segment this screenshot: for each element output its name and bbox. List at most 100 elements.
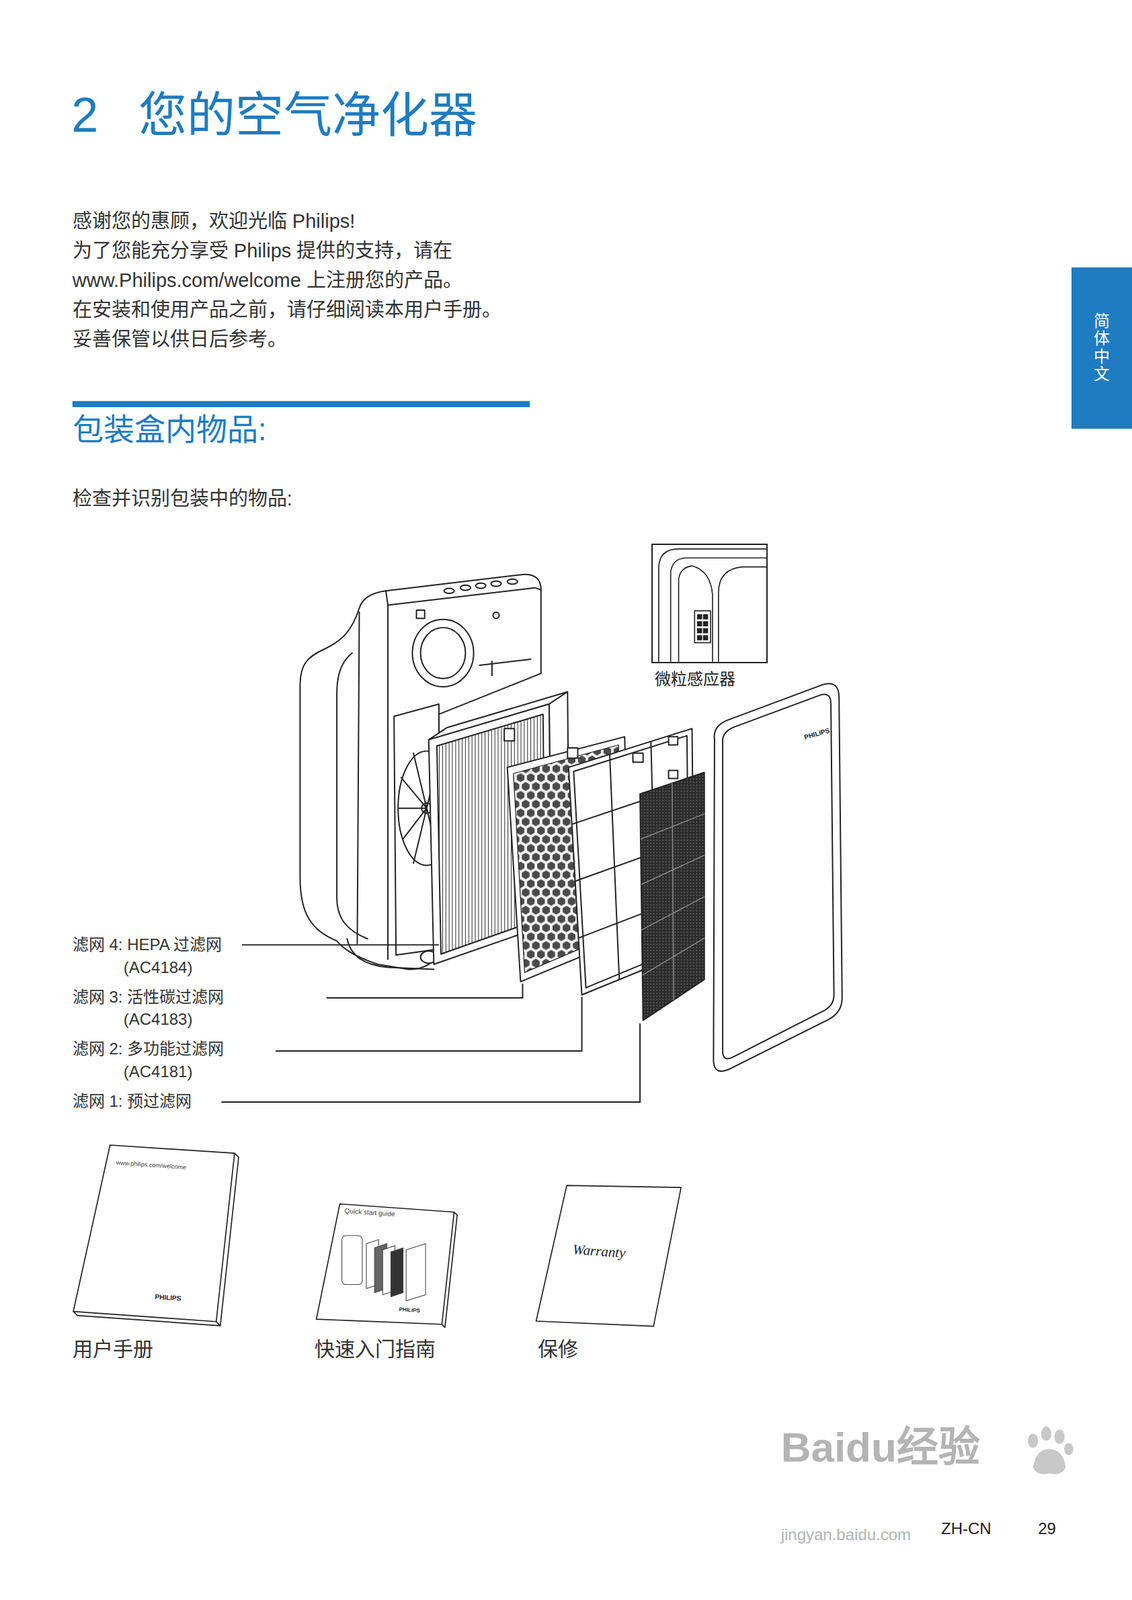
part-name-holder: 微粒感应器 — [654, 668, 736, 691]
language-tab-text: 简体中文 — [1093, 312, 1110, 384]
watermark-paw — [1064, 1443, 1074, 1456]
warranty-card: Warranty 保修 — [533, 1181, 687, 1371]
part-name-holder: 滤网 2: 多功能过滤网 — [72, 1037, 224, 1061]
language-tab-text-holder: 简体中文 — [1093, 312, 1110, 384]
sensor-closeup — [703, 622, 708, 627]
item-caption: 保修 — [537, 1336, 579, 1364]
guide-sketch — [391, 1248, 404, 1298]
language-code: ZH-CN — [939, 1517, 994, 1541]
leader-line — [326, 984, 523, 999]
guide-sketch — [342, 1236, 427, 1302]
watermark-paw — [1054, 1429, 1065, 1444]
language-code-holder: ZH-CN — [939, 1517, 994, 1541]
intro-text: 为了您能充分享受 Philips 提供的支持，请在 www.Philips.co… — [72, 235, 517, 296]
purifier-body — [412, 619, 474, 687]
part-number-holder: (AC4183) — [123, 1008, 193, 1031]
pre-filter — [668, 770, 679, 779]
watermark: jingyan.baidu.com — [781, 1525, 911, 1546]
purifier-body — [387, 604, 389, 960]
item-caption-holder: 快速入门指南 — [314, 1336, 436, 1364]
booklet-outline — [73, 1145, 239, 1327]
sensor-closeup — [697, 635, 702, 640]
part-name: 滤网 2: 多功能过滤网 — [72, 1037, 224, 1061]
intro-text: 感谢您的惠顾，欢迎光临 Philips! — [72, 206, 544, 236]
purifier-body — [420, 627, 466, 679]
purifier-body — [492, 612, 499, 619]
section-intro: 检查并识别包装中的物品: — [72, 483, 293, 514]
sensor-closeup — [694, 611, 711, 643]
item-caption-holder: 用户手册 — [72, 1336, 154, 1364]
booklet-outline — [73, 1153, 239, 1327]
section-heading: 包装盒内物品: — [72, 409, 267, 450]
purifier-body — [356, 612, 359, 945]
section-heading-holder: 包装盒内物品: — [72, 409, 267, 450]
leader-line — [241, 944, 439, 946]
watermark-paw — [1033, 1449, 1067, 1475]
intro-text-holder: 感谢您的惠顾，欢迎光临 Philips! — [72, 206, 544, 236]
multi-filter — [668, 736, 679, 745]
part-number-holder: (AC4184) — [123, 956, 193, 979]
sensor-closeup — [692, 566, 713, 663]
brand-mark-holder: PHILIPS — [399, 1306, 421, 1314]
booklet-outline — [535, 1185, 681, 1327]
page-title-holder: 2 您的空气净化器 — [71, 88, 478, 142]
pre-filter — [639, 773, 705, 1022]
purifier-body — [460, 585, 471, 591]
watermark-holder: jingyan.baidu.com — [781, 1525, 911, 1546]
item-caption: 快速入门指南 — [314, 1336, 436, 1364]
sensor-closeup — [670, 558, 766, 663]
sensor-closeup — [703, 615, 708, 620]
sensor-closeup — [658, 549, 767, 663]
cover-text-holder: Quick start guide — [344, 1207, 396, 1216]
part-number: (AC4184) — [123, 956, 193, 979]
front-panel — [713, 683, 842, 1072]
sensor-inset: 微粒感应器 — [651, 543, 768, 664]
sensor-closeup — [652, 545, 767, 663]
front-panel — [722, 694, 835, 1059]
purifier-body — [479, 659, 532, 676]
leader-line — [221, 1023, 641, 1103]
sensor-closeup — [697, 629, 702, 634]
page-title: 2 您的空气净化器 — [71, 88, 478, 142]
part-name-holder: 滤网 3: 活性碳过滤网 — [72, 986, 224, 1009]
hepa-filter — [504, 728, 515, 741]
leader-line — [275, 997, 583, 1052]
booklet-outline — [535, 1185, 681, 1327]
intro-text-holder: 在安装和使用产品之前，请仔细阅读本用户手册。 妥善保管以供日后参考。 — [72, 295, 507, 355]
brand-mark-holder: PHILIPS — [155, 1293, 182, 1302]
watermark-paw — [1041, 1427, 1052, 1442]
part-number: (AC4181) — [123, 1060, 193, 1083]
intro-text-holder: 为了您能充分享受 Philips 提供的支持，请在 www.Philips.co… — [72, 235, 517, 296]
brand-mark: PHILIPS — [154, 1293, 182, 1304]
purifier-body — [336, 653, 368, 940]
sensor-closeup — [703, 635, 708, 640]
purifier-body — [444, 588, 455, 594]
sensor-closeup — [703, 629, 708, 634]
part-number-holder: (AC4181) — [123, 1060, 193, 1083]
front-panel — [713, 683, 842, 1072]
booklet-outline — [316, 1204, 458, 1329]
sensor-closeup — [678, 566, 693, 663]
page-number: 29 — [1035, 1517, 1059, 1541]
heading-rule — [72, 401, 530, 408]
part-name: 滤网 4: HEPA 过滤网 — [72, 933, 222, 956]
page-number-holder: 29 — [1035, 1517, 1059, 1541]
watermark-holder: Baidu经验 — [781, 1423, 981, 1473]
language-tab: 简体中文 — [1071, 267, 1132, 429]
multi-filter — [632, 753, 643, 763]
sensor-closeup — [697, 622, 702, 627]
cover-text-holder: Warranty — [573, 1240, 627, 1259]
intro-text: 在安装和使用产品之前，请仔细阅读本用户手册。 妥善保管以供日后参考。 — [72, 295, 507, 355]
item-caption-holder: 保修 — [537, 1336, 579, 1364]
guide-sketch — [342, 1236, 363, 1286]
section-intro-holder: 检查并识别包装中的物品: — [72, 483, 293, 514]
item-caption: 用户手册 — [72, 1336, 154, 1364]
pre-filter — [639, 770, 705, 1021]
purifier-body — [416, 610, 425, 619]
sensor-closeup — [697, 615, 702, 620]
cover-text-holder: www.philips.com/welcome — [116, 1159, 187, 1167]
part-name: 滤网 1: 预过滤网 — [72, 1090, 192, 1113]
watermark-paw — [1027, 1427, 1074, 1475]
purifier-body — [475, 583, 487, 589]
part-name-holder: 滤网 4: HEPA 过滤网 — [72, 933, 222, 956]
